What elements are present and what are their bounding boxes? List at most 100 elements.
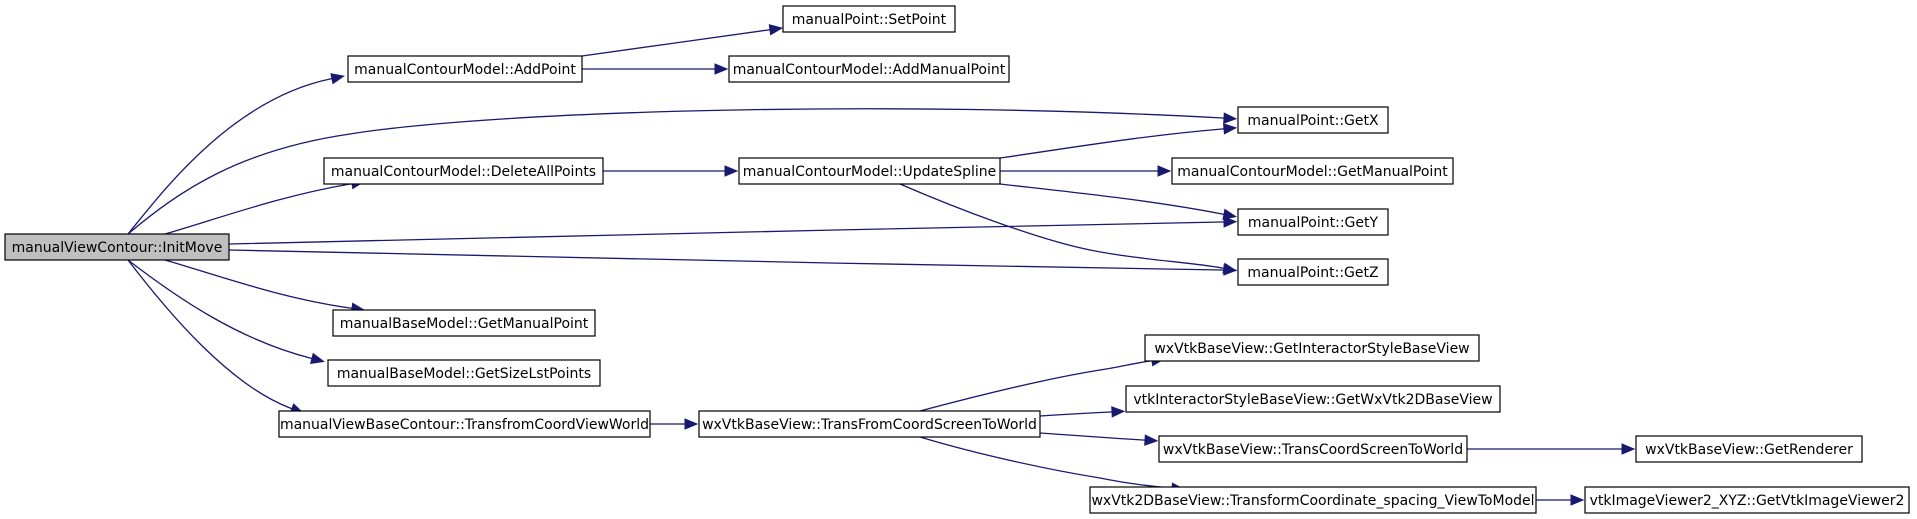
node-box [1635,435,1863,463]
node-label: manualPoint::GetY [1248,215,1379,231]
node-label: wxVtk2DBaseView::TransformCoordinate_spa… [1091,493,1534,509]
arrowhead-icon [1223,216,1238,228]
edge-line [164,182,355,235]
function-node[interactable]: manualPoint::GetY [1237,208,1389,236]
call-edge-n18-n19 [1536,494,1585,506]
function-node[interactable]: manualPoint::GetZ [1237,258,1389,286]
edge-line [999,183,1227,216]
node-label: manualPoint::GetZ [1247,265,1378,281]
call-edge-n0-n12 [127,259,305,414]
node-label: manualContourModel::AddManualPoint [733,62,1006,78]
arrowhead-icon [1570,494,1585,506]
arrowhead-icon [714,63,729,75]
edge-line [919,359,1155,412]
edge-line [228,221,1227,245]
node-box [1237,106,1389,134]
function-node[interactable]: manualContourModel::UpdateSpline [738,157,1001,185]
node-label: manualContourModel::GetManualPoint [1177,164,1448,180]
node-label: wxVtkBaseView::TransCoordScreenToWorld [1163,442,1463,458]
node-box [1158,435,1468,463]
node-box [738,157,1001,185]
node-box [4,233,230,261]
node-label: manualContourModel::UpdateSpline [743,164,997,180]
function-node[interactable]: manualBaseModel::GetManualPoint [332,309,596,337]
arrowhead-icon [1144,434,1159,446]
function-node[interactable]: wxVtkBaseView::TransFromCoordScreenToWor… [698,410,1041,438]
call-edge-n0-n11 [127,259,325,364]
call-edge-n6-n8 [999,183,1238,220]
arrowhead-icon [310,352,325,364]
call-edge-n12-n13 [650,418,699,430]
arrowhead-icon [1111,406,1126,418]
root-function-node[interactable]: manualViewContour::InitMove [4,233,230,261]
function-node[interactable]: wxVtkBaseView::GetRenderer [1635,435,1863,463]
edge-line [999,128,1227,159]
arrowhead-icon [1223,123,1238,135]
node-box [698,410,1041,438]
edge-line [228,249,1227,271]
call-edge-n0-n9 [228,249,1238,276]
arrowhead-icon [1223,112,1238,124]
call-edge-n0-n8 [228,216,1238,245]
function-node[interactable]: manualPoint::SetPoint [782,5,956,33]
call-edge-n1-n3 [582,63,729,75]
node-label: manualPoint::GetX [1247,113,1379,129]
arrowhead-icon [1222,262,1238,274]
node-box [327,359,601,387]
edge-line [919,436,1175,490]
node-box [1089,486,1537,514]
function-node[interactable]: wxVtkBaseView::GetInteractorStyleBaseVie… [1144,334,1480,362]
node-label: wxVtkBaseView::TransFromCoordScreenToWor… [702,417,1037,433]
edge-line [1039,411,1115,417]
call-edge-n0-n5 [164,178,366,235]
call-edge-n6-n9 [899,183,1238,274]
call-edge-n13-n15 [1039,406,1126,418]
node-label: wxVtkBaseView::GetInteractorStyleBaseVie… [1154,341,1469,357]
node-box [1144,334,1480,362]
function-node[interactable]: manualContourModel::GetManualPoint [1171,157,1454,185]
function-node[interactable]: manualContourModel::AddPoint [347,55,583,83]
node-label: vtkImageViewer2_XYZ::GetVtkImageViewer2 [1590,493,1905,509]
call-edge-n6-n7 [1000,165,1172,177]
arrowhead-icon [1157,165,1172,177]
call-edge-n0-n1 [127,73,345,235]
call-edge-n0-n10 [164,259,366,314]
node-box [1171,157,1454,185]
call-edge-n0-n4 [127,108,1238,235]
node-box [1237,258,1389,286]
edge-line [127,259,315,360]
edge-line [164,259,355,310]
edge-line [899,183,1227,270]
call-edge-n1-n2 [581,24,784,57]
call-edge-n6-n4 [999,123,1238,159]
function-node[interactable]: manualViewBaseContour::TransfromCoordVie… [278,410,651,438]
node-box [782,5,956,33]
arrowhead-icon [1222,208,1238,220]
function-node[interactable]: wxVtkBaseView::TransCoordScreenToWorld [1158,435,1468,463]
call-edge-n5-n6 [603,165,739,177]
node-box [1584,486,1910,514]
edge-line [581,28,773,57]
node-label: manualContourModel::AddPoint [354,62,576,78]
node-box [1237,208,1389,236]
function-node[interactable]: wxVtk2DBaseView::TransformCoordinate_spa… [1089,486,1537,514]
function-node[interactable]: vtkInteractorStyleBaseView::GetWxVtk2DBa… [1125,385,1501,413]
call-edge-n16-n17 [1467,443,1636,455]
function-node[interactable]: manualBaseModel::GetSizeLstPoints [327,359,601,387]
function-node[interactable]: manualContourModel::DeleteAllPoints [323,157,604,185]
arrowhead-icon [330,73,345,85]
function-node[interactable]: manualContourModel::AddManualPoint [728,55,1010,83]
arrowhead-icon [684,418,699,430]
edge-line [127,259,294,411]
arrowhead-icon [724,165,739,177]
function-node[interactable]: manualPoint::GetX [1237,106,1389,134]
edge-line [127,77,335,235]
node-label: manualContourModel::DeleteAllPoints [331,164,596,180]
node-box [278,410,651,438]
edge-line [127,108,1227,235]
arrowhead-icon [1621,443,1636,455]
node-label: manualBaseModel::GetSizeLstPoints [337,366,591,382]
function-node[interactable]: vtkImageViewer2_XYZ::GetVtkImageViewer2 [1584,486,1910,514]
node-label: wxVtkBaseView::GetRenderer [1645,442,1853,458]
